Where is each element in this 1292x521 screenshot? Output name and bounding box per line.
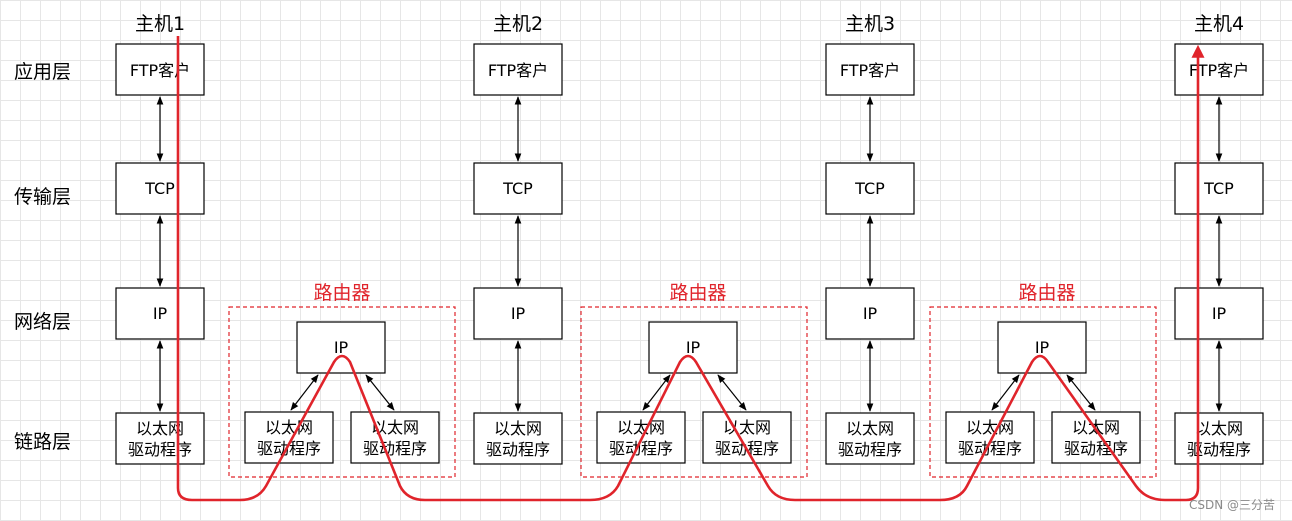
router-2: 路由器 IP 以太网 驱动程序 以太网 驱动程序 [580,282,808,478]
router-1: 路由器 IP 以太网 驱动程序 以太网 驱动程序 [228,282,456,478]
link-label-line1: 以太网 [723,418,771,437]
router-border [580,306,808,478]
router-title: 路由器 [1018,282,1075,304]
link-label-line2: 驱动程序 [1187,440,1251,459]
link-box [825,412,915,465]
link-box [115,412,205,465]
host-title: 主机1 [135,13,185,35]
link-label-line2: 驱动程序 [128,440,192,459]
layer-label-network: 网络层 [14,311,71,333]
router-link-right-box [1051,411,1141,464]
arrow-ip-link-left [290,374,319,411]
link-label-line1: 以太网 [136,419,184,438]
host-3: 主机3 FTP客户 TCP IP 以太网 驱动程序 [825,13,915,465]
router-ip-label: IP [686,338,701,357]
host-4: 主机4 FTP客户 TCP IP 以太网 驱动程序 [1174,13,1264,465]
host-title: 主机2 [493,13,543,35]
ip-label: IP [153,304,168,323]
tcp-box [1174,162,1264,215]
tcp-label: TCP [502,179,533,198]
link-label-line1: 以太网 [617,418,665,437]
host-2: 主机2 FTP客户 TCP IP 以太网 驱动程序 [473,13,563,465]
link-label-line1: 以太网 [265,418,313,437]
link-label-line2: 驱动程序 [363,439,427,458]
layer-label-application: 应用层 [14,61,71,83]
app-box [473,43,563,96]
host-title: 主机4 [1194,13,1244,35]
arrow-ip-link-right [365,374,395,411]
layer-label-link: 链路层 [14,431,71,453]
tcp-label: TCP [144,179,175,198]
router-link-right-box [350,411,440,464]
ip-label: IP [1212,304,1227,323]
tcp-box [473,162,563,215]
app-label: FTP客户 [1189,61,1249,80]
app-box [825,43,915,96]
ip-box [1174,287,1264,340]
link-label-line1: 以太网 [371,418,419,437]
data-flow-path [176,36,1205,502]
app-label: FTP客户 [488,61,548,80]
router-link-left-box [244,411,334,464]
app-box [115,43,205,96]
host-1: 主机1 FTP客户 TCP IP 以太网 驱动程序 [115,13,205,465]
link-label-line2: 驱动程序 [1064,439,1128,458]
link-label-line1: 以太网 [966,418,1014,437]
router-link-right-box [702,411,792,464]
link-label-line2: 驱动程序 [958,439,1022,458]
tcp-label: TCP [854,179,885,198]
arrow-ip-link-right [1066,374,1096,411]
router-ip-box [648,321,738,374]
ip-box [115,287,205,340]
ip-label: IP [511,304,526,323]
tcp-box [115,162,205,215]
app-label: FTP客户 [840,61,900,80]
app-label: FTP客户 [130,61,190,80]
arrow-ip-link-left [991,374,1020,411]
link-box [473,412,563,465]
tcp-label: TCP [1203,179,1234,198]
tcp-box [825,162,915,215]
arrow-ip-link-right [717,374,747,411]
link-label-line2: 驱动程序 [486,440,550,459]
watermark: CSDN @三分苦 [1189,498,1275,512]
router-border [929,306,1157,478]
link-label-line2: 驱动程序 [838,440,902,459]
router-ip-box [997,321,1087,374]
ip-box [825,287,915,340]
link-label-line1: 以太网 [494,419,542,438]
layer-label-transport: 传输层 [14,186,71,208]
router-3: 路由器 IP 以太网 驱动程序 以太网 驱动程序 [929,282,1157,478]
router-title: 路由器 [669,282,726,304]
app-box [1174,43,1264,96]
ip-label: IP [863,304,878,323]
arrow-ip-link-left [642,374,671,411]
router-ip-label: IP [1035,338,1050,357]
router-ip-box [296,321,386,374]
link-label-line1: 以太网 [1195,419,1243,438]
link-label-line2: 驱动程序 [609,439,673,458]
ip-box [473,287,563,340]
router-link-left-box [945,411,1035,464]
router-border [228,306,456,478]
host-title: 主机3 [845,13,895,35]
link-label-line1: 以太网 [846,419,894,438]
router-ip-label: IP [334,338,349,357]
link-box [1174,412,1264,465]
router-title: 路由器 [313,282,370,304]
link-label-line2: 驱动程序 [257,439,321,458]
